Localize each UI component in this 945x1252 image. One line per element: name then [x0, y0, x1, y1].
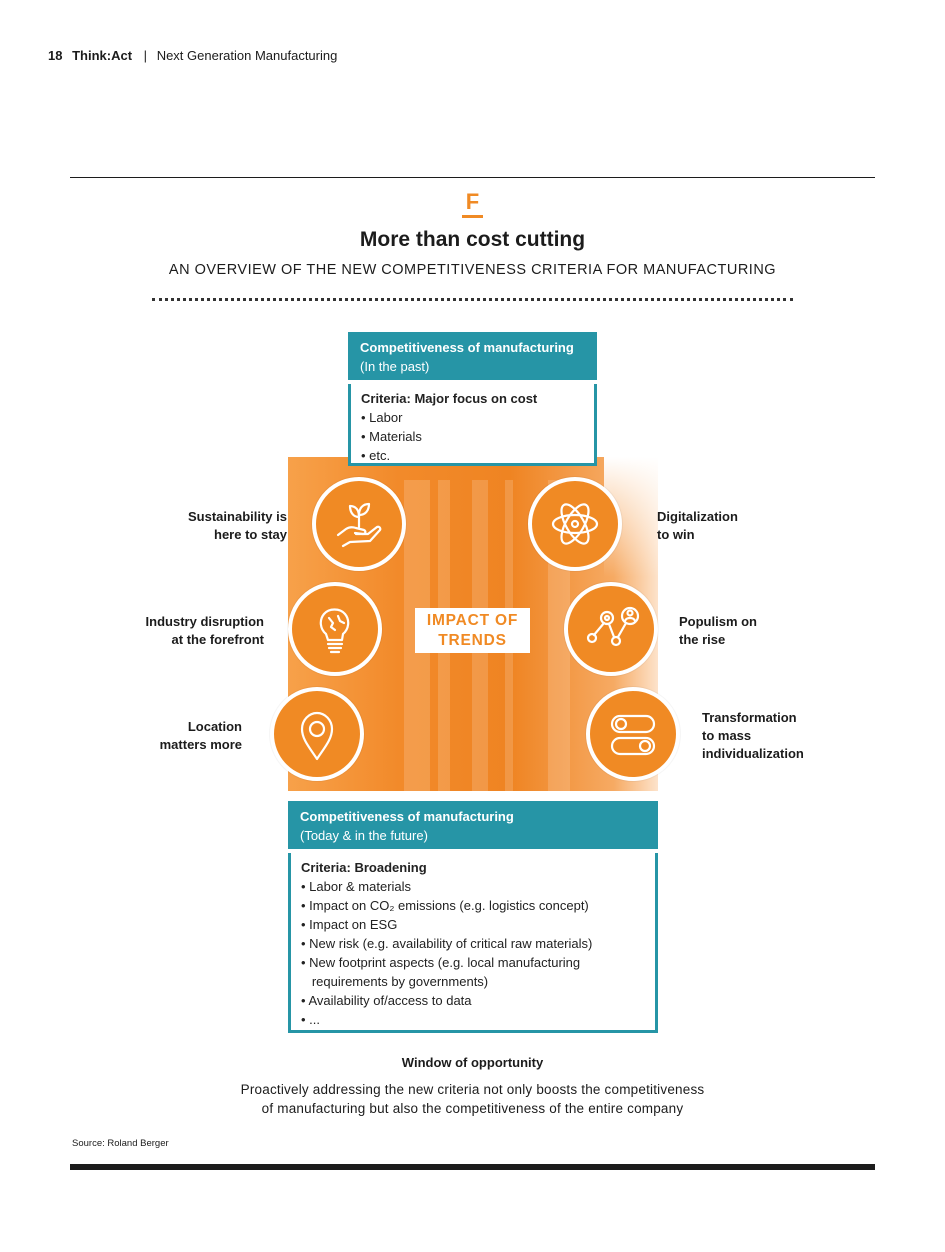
future-box-subheading: (Today & in the future): [300, 828, 428, 843]
trend-line: Digitalization: [657, 509, 738, 524]
past-box-header: Competitiveness of manufacturing (In the…: [348, 332, 597, 380]
trend-line: Populism on: [679, 614, 757, 629]
window-line: Proactively addressing the new criteria …: [240, 1082, 705, 1097]
past-criteria-item: • Labor: [361, 410, 403, 425]
past-box-heading: Competitiveness of manufacturing: [360, 340, 574, 355]
lightbulb-icon: [288, 582, 382, 676]
trend-line: at the forefront: [171, 632, 264, 647]
trend-populism-label: Populism on the rise: [679, 613, 757, 649]
impact-line-1: IMPACT OF: [426, 611, 519, 629]
header-separator: |: [143, 48, 148, 63]
trend-location-label: Location matters more: [120, 718, 242, 754]
dotted-divider: [152, 298, 793, 301]
page-header: 18 Think:Act | Next Generation Manufactu…: [48, 48, 337, 63]
trend-sustainability-label: Sustainability is here to stay: [150, 508, 287, 544]
future-criteria-item: • Impact on CO₂ emissions (e.g. logistic…: [301, 898, 589, 913]
figure-title: More than cost cutting: [359, 228, 586, 251]
network-people-icon: [564, 582, 658, 676]
trend-line: Transformation: [702, 710, 797, 725]
past-criteria-item: • Materials: [361, 429, 422, 444]
past-criteria-item: • etc.: [361, 448, 391, 463]
trend-line: here to stay: [214, 527, 287, 542]
page-number: 18: [48, 48, 63, 63]
future-criteria-item: • New risk (e.g. availability of critica…: [301, 936, 593, 951]
trend-line: to mass: [702, 728, 752, 743]
future-box-header: Competitiveness of manufacturing (Today …: [288, 801, 658, 849]
trend-line: matters more: [159, 737, 242, 752]
trend-line: Sustainability is: [188, 509, 287, 524]
trend-industry-label: Industry disruption at the forefront: [110, 613, 264, 649]
publication-title: Next Generation Manufacturing: [156, 48, 338, 63]
impact-of-trends-label: IMPACT OF TRENDS: [415, 608, 530, 653]
future-criteria-title: Criteria: Broadening: [301, 860, 427, 875]
plant-in-hand-icon: [312, 477, 406, 571]
window-description: Proactively addressing the new criteria …: [0, 1080, 945, 1118]
past-box-subheading: (In the past): [360, 359, 430, 374]
map-pin-icon: [270, 687, 364, 781]
top-rule: [70, 177, 875, 178]
past-box-body: Criteria: Major focus on cost • Labor • …: [348, 384, 597, 466]
future-criteria-item: requirements by governments): [301, 974, 489, 989]
past-criteria-title: Criteria: Major focus on cost: [361, 391, 538, 406]
future-criteria-item: • ...: [301, 1012, 320, 1027]
brand-name: Think:Act: [72, 48, 133, 63]
trend-transformation-label: Transformation to mass individualization: [702, 709, 804, 763]
impact-line-2: TRENDS: [438, 631, 507, 649]
trend-line: to win: [657, 527, 695, 542]
atom-icon: [528, 477, 622, 571]
future-criteria-item: • Labor & materials: [301, 879, 412, 894]
trend-line: individualization: [702, 746, 804, 761]
future-criteria-item: • New footprint aspects (e.g. local manu…: [301, 955, 581, 970]
future-box-heading: Competitiveness of manufacturing: [300, 809, 514, 824]
source-note: Source: Roland Berger: [72, 1138, 169, 1149]
window-line: of manufacturing but also the competitiv…: [261, 1101, 684, 1116]
figure-letter: F: [462, 190, 483, 218]
trend-line: the rise: [679, 632, 726, 647]
figure-subtitle: AN OVERVIEW OF THE NEW COMPETITIVENESS C…: [168, 262, 777, 278]
future-box-body: Criteria: Broadening • Labor & materials…: [288, 853, 658, 1033]
trend-line: Location: [187, 719, 242, 734]
toggle-switches-icon: [586, 687, 680, 781]
window-title: Window of opportunity: [401, 1055, 544, 1070]
trend-digitalization-label: Digitalization to win: [657, 508, 738, 544]
future-criteria-item: • Availability of/access to data: [301, 993, 472, 1008]
trend-line: Industry disruption: [145, 614, 264, 629]
bottom-rule: [70, 1164, 875, 1170]
future-criteria-item: • Impact on ESG: [301, 917, 398, 932]
